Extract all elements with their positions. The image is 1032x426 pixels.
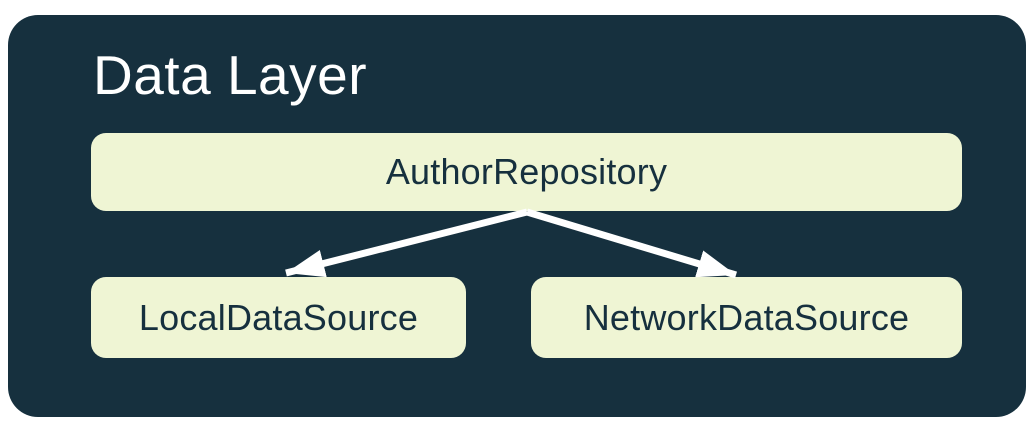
node-author-repository: AuthorRepository: [91, 133, 962, 211]
node-local-data-source-label: LocalDataSource: [138, 296, 419, 338]
diagram-title: Data Layer: [93, 44, 368, 106]
data-layer-container: Data Layer AuthorRepository LocalDataSou…: [8, 15, 1026, 417]
node-network-data-source-label: NetworkDataSource: [583, 296, 910, 338]
node-network-data-source: NetworkDataSource: [531, 277, 962, 358]
node-author-repository-label: AuthorRepository: [385, 151, 668, 192]
arrow-repository-to-network: [525, 208, 738, 279]
arrow-repository-to-local: [285, 208, 528, 278]
node-local-data-source: LocalDataSource: [91, 277, 466, 358]
